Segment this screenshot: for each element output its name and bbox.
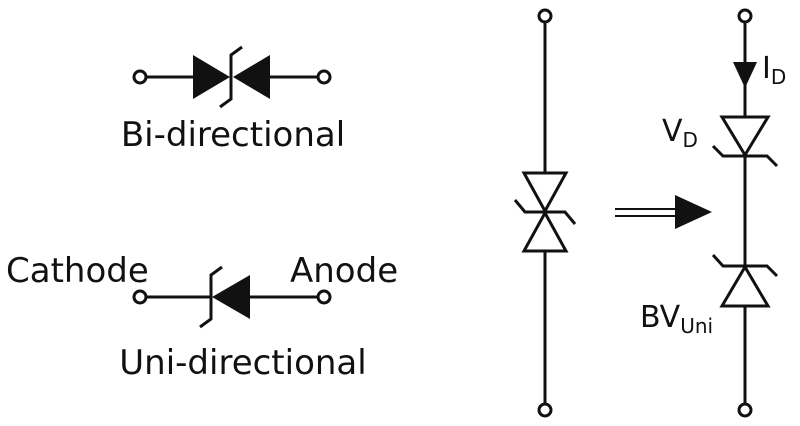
unidirectional-label: Uni-directional — [119, 343, 366, 383]
current-label-main: I — [762, 51, 771, 86]
breakdown-voltage-label: BVUni — [640, 300, 713, 338]
breakdown-voltage-subscript: Uni — [680, 314, 713, 338]
bidirectional-zener-bar — [219, 45, 243, 109]
upper-diode-triangle — [719, 115, 771, 158]
unidirectional-terminal-anode — [316, 289, 332, 305]
unidirectional-tvs-symbol — [132, 265, 332, 329]
bidirectional-label: Bi-directional — [121, 115, 345, 155]
equivalence-arrow — [615, 195, 712, 229]
bidirectional-terminal-left — [132, 69, 148, 85]
voltage-label-subscript: D — [683, 128, 698, 152]
arrow-head — [675, 195, 712, 229]
unidirectional-triangle — [212, 275, 250, 319]
breakdown-voltage-main: BV — [640, 300, 681, 335]
unidirectional-zener-bar — [199, 265, 223, 329]
anode-label: Anode — [290, 251, 398, 291]
lower-diode-triangle — [719, 264, 771, 308]
vertical-terminal-bottom — [537, 402, 553, 418]
current-label-subscript: D — [771, 65, 786, 89]
voltage-label-main: V — [662, 114, 683, 149]
equivalent-terminal-top — [737, 8, 753, 24]
bidirectional-triangle-left — [193, 55, 230, 99]
vertical-terminal-top — [537, 8, 553, 24]
equivalent-circuit — [711, 8, 779, 418]
vertical-zener-bar — [513, 199, 577, 225]
equivalent-terminal-bottom — [737, 402, 753, 418]
vertical-triangle-lower — [521, 209, 569, 253]
voltage-label: VD — [662, 114, 698, 152]
unidirectional-terminal-cathode — [132, 289, 148, 305]
vertical-bidirectional-tvs — [513, 8, 577, 418]
current-label: ID — [762, 51, 786, 89]
current-arrow-head — [733, 62, 757, 88]
bidirectional-terminal-right — [316, 69, 332, 85]
vertical-triangle-upper — [521, 171, 569, 215]
cathode-label: Cathode — [6, 251, 149, 291]
bidirectional-tvs-symbol — [132, 45, 332, 109]
bidirectional-triangle-right — [233, 55, 270, 99]
